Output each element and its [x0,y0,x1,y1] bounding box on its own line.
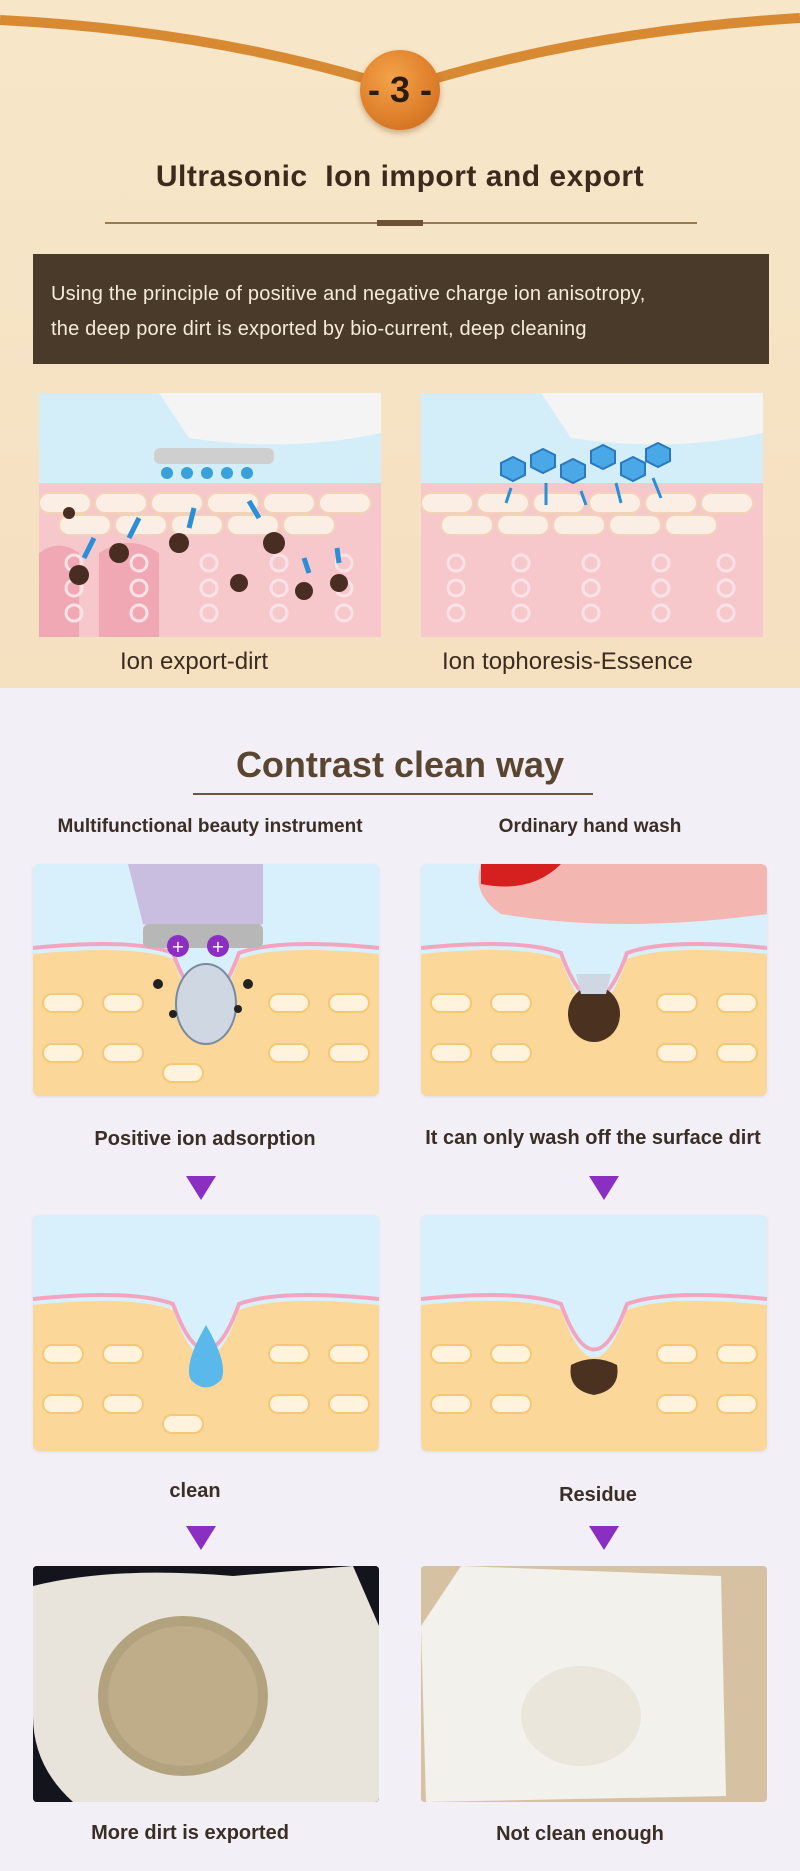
description-line: the deep pore dirt is exported by bio-cu… [51,318,587,340]
essence-particle-icon [500,441,671,485]
step-text-right-1: It can only wash off the surface dirt [425,1127,761,1149]
plus-ion-icon: + + [167,935,229,957]
step-text-left-3: More dirt is exported [91,1822,289,1844]
step-text-left-2: clean [169,1480,221,1502]
water-drop-icon [188,1325,224,1388]
dirty-cotton-pad-photo [33,1566,379,1802]
description-box: Using the principle of positive and nega… [33,254,769,364]
comparison-divider [193,793,593,795]
section-title: Ultrasonic Ion import and export [155,160,645,193]
ion-section: - 3 - Ultrasonic Ion import and export U… [0,0,800,688]
handwash-residue-card [421,1215,767,1451]
svg-text:+: + [171,937,184,956]
ion-export-illustration [39,393,381,637]
title-divider-accent [377,220,423,226]
step-text-left-1: Positive ion adsorption [94,1128,316,1150]
down-arrow-icon [589,1176,619,1200]
step-text-right-2: Residue [559,1484,637,1506]
svg-text:+: + [211,937,224,956]
column-title-left: Multifunctional beauty instrument [57,816,363,837]
step-text-right-3: Not clean enough [496,1823,664,1845]
instrument-adsorption-card: + + [33,864,379,1096]
clean-cotton-pad-photo [421,1566,767,1802]
dirt-particle-icon [63,507,348,600]
panel-caption-left: Ion export-dirt [120,648,269,675]
decorative-ribbon [0,13,800,85]
down-arrow-icon [186,1526,216,1550]
panel-caption-right: Ion tophoresis-Essence [442,648,693,675]
minus-ion-icon [161,467,253,479]
instrument-clean-card [33,1215,379,1451]
down-arrow-icon [589,1526,619,1550]
description-line: Using the principle of positive and nega… [51,283,646,305]
ion-essence-illustration [421,393,763,637]
dirt-particle-icon [153,979,253,1018]
step-number: - 3 - [367,69,432,110]
comparison-title: Contrast clean way [235,744,565,785]
handwash-surface-card [421,864,767,1096]
column-title-right: Ordinary hand wash [498,816,682,837]
step-number-badge: - 3 - [360,50,440,130]
down-arrow-icon [186,1176,216,1200]
dirt-residue-icon [570,1359,618,1395]
